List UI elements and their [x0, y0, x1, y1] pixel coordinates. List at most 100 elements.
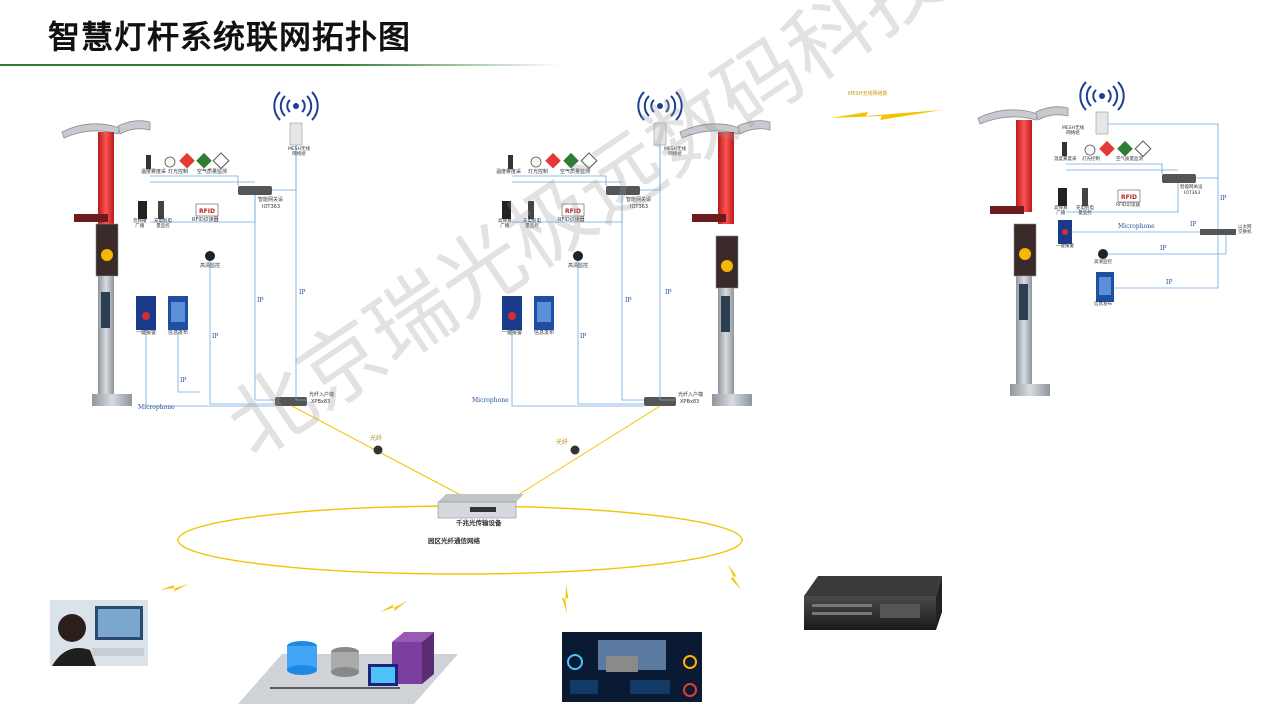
mesh-ap-label: MESH无线 网络组: [288, 147, 310, 157]
rfid-icon: RFID: [195, 203, 219, 217]
mesh-ap-2: [637, 91, 683, 146]
svg-text:RFID: RFID: [199, 208, 215, 215]
pole-2-group: RFID: [502, 91, 771, 407]
camera-icon: [1098, 249, 1108, 259]
air-quality-label: 空气质量监测: [197, 169, 228, 175]
ip-label: IP: [1190, 221, 1197, 228]
poe-model-label: XPBx83: [311, 399, 331, 405]
env-sensor-label: 温度雾度采: [496, 169, 522, 175]
speaker-icon: [138, 201, 147, 219]
sos-panel-2: [502, 296, 522, 330]
gateway-model-label: IOT363: [1184, 191, 1201, 196]
broadcast-label: 高保真 广播: [498, 219, 512, 229]
poe-switch-1: [275, 397, 307, 406]
ethernet-switch-3: [1200, 229, 1236, 235]
sos-panel-1: [136, 296, 156, 330]
operator-workstation-photo: [50, 600, 148, 666]
fiber-label: 光纤: [556, 439, 569, 446]
air-quality-label: 空气质量监测: [560, 169, 591, 175]
ip-label: IP: [1220, 195, 1227, 202]
env-sensor-label: 温度雾度采: [1054, 157, 1077, 162]
rfid-label: RFID识读器: [192, 217, 219, 223]
sos-label: 一键报警: [502, 330, 523, 336]
camera-label: 高清监控: [1094, 260, 1112, 265]
fiber-links: [291, 405, 661, 501]
ip-label: IP: [257, 297, 264, 304]
iot-gateway-1: [238, 186, 272, 195]
svg-text:RFID: RFID: [565, 208, 581, 215]
air-quality-label: 空气质量监测: [1116, 157, 1143, 162]
pole-1-group: RFID: [61, 91, 319, 407]
gateway-label: 智能网关设: [1180, 185, 1203, 190]
wires-2: [511, 145, 676, 407]
sensor-icons-2: [508, 152, 598, 170]
link-bolt: [160, 572, 189, 602]
fiber-label: 光纤: [370, 435, 383, 442]
poe-label: 光纤入户端: [309, 392, 335, 398]
rfid-label: RFID识读器: [1116, 203, 1141, 208]
camera-label: 高清监控: [200, 263, 221, 269]
link-bolt: [380, 591, 408, 622]
broadcast-label: 音频播 广播: [133, 219, 147, 229]
computer-monitor-icon: [368, 664, 398, 686]
pole-3-group: RFID: [977, 81, 1236, 396]
gateway-label: 智能网关设: [258, 197, 284, 203]
screen-label: 信息发布: [1094, 302, 1112, 307]
screen-label: 信息发布: [534, 330, 555, 336]
gateway-model-label: IOT363: [630, 204, 649, 210]
gateway-model-label: IOT363: [262, 204, 281, 210]
ip-label: IP: [580, 333, 587, 340]
rfid-icon: RFID: [1117, 189, 1141, 203]
ip-label: IP: [299, 289, 306, 296]
charger-icon: [528, 201, 534, 219]
monitoring-dashboard-screen: [562, 632, 702, 702]
microphone-label: Microphone: [472, 397, 509, 404]
wires-3: [1066, 123, 1227, 289]
mesh-link-label: MESH无线网络数: [848, 91, 888, 97]
ip-label: IP: [212, 333, 219, 340]
gigabit-fiber-transceiver: [437, 494, 524, 519]
mesh-wireless-link: [830, 110, 942, 120]
info-screen-3: [1096, 272, 1114, 302]
speaker-icon: [502, 201, 511, 219]
poe-model-label: XPBx83: [680, 399, 700, 405]
mesh-ap-1: [273, 91, 319, 146]
sensor-icons-1: [146, 152, 230, 170]
charger-icon: [158, 201, 164, 219]
title-underline: [0, 64, 560, 66]
gateway-label: 智能网关设: [626, 197, 652, 203]
env-sensor-label: 温度雾度采: [141, 169, 167, 175]
mesh-ap-3: [1079, 81, 1125, 135]
mesh-ap-label: MESH无线 网络组: [664, 147, 686, 157]
street-lamp-pole-1: [61, 120, 151, 406]
microphone-label: Microphone: [1118, 223, 1155, 230]
rack-server-icon: [804, 576, 942, 630]
info-screen-2: [534, 296, 554, 330]
database-icon: [287, 641, 317, 675]
fiber-connector-icon: [373, 445, 383, 455]
server-tower-icon: [392, 632, 434, 684]
ip-label: IP: [625, 297, 632, 304]
broadcast-label: 高保真 广播: [1054, 206, 1068, 216]
database-icon: [331, 647, 359, 677]
ip-label: IP: [1166, 279, 1173, 286]
data-center-illustration: [238, 632, 458, 704]
camera-icon: [205, 251, 215, 261]
iot-gateway-2: [606, 186, 640, 195]
rfid-label: RFID识读器: [558, 217, 585, 223]
ip-label: IP: [1160, 245, 1167, 252]
switch-label: 以太网 交换机: [1238, 225, 1252, 235]
street-lamp-pole-2: [679, 120, 771, 406]
core-device-label: 千兆光传输设备: [456, 519, 502, 527]
light-control-label: 灯光控制: [528, 169, 549, 175]
link-bolt: [552, 584, 582, 614]
charger-label: 充电桩电 量监控: [523, 219, 541, 229]
light-control-label: 灯光控制: [168, 169, 189, 175]
svg-text:RFID: RFID: [1121, 194, 1137, 201]
charger-label: 充电桩电 量监控: [154, 219, 172, 229]
fiber-connector-icon: [570, 445, 580, 455]
charger-label: 充电桩电 量监控: [1076, 206, 1094, 216]
camera-icon: [573, 251, 583, 261]
poe-label: 光纤入户端: [678, 392, 704, 398]
